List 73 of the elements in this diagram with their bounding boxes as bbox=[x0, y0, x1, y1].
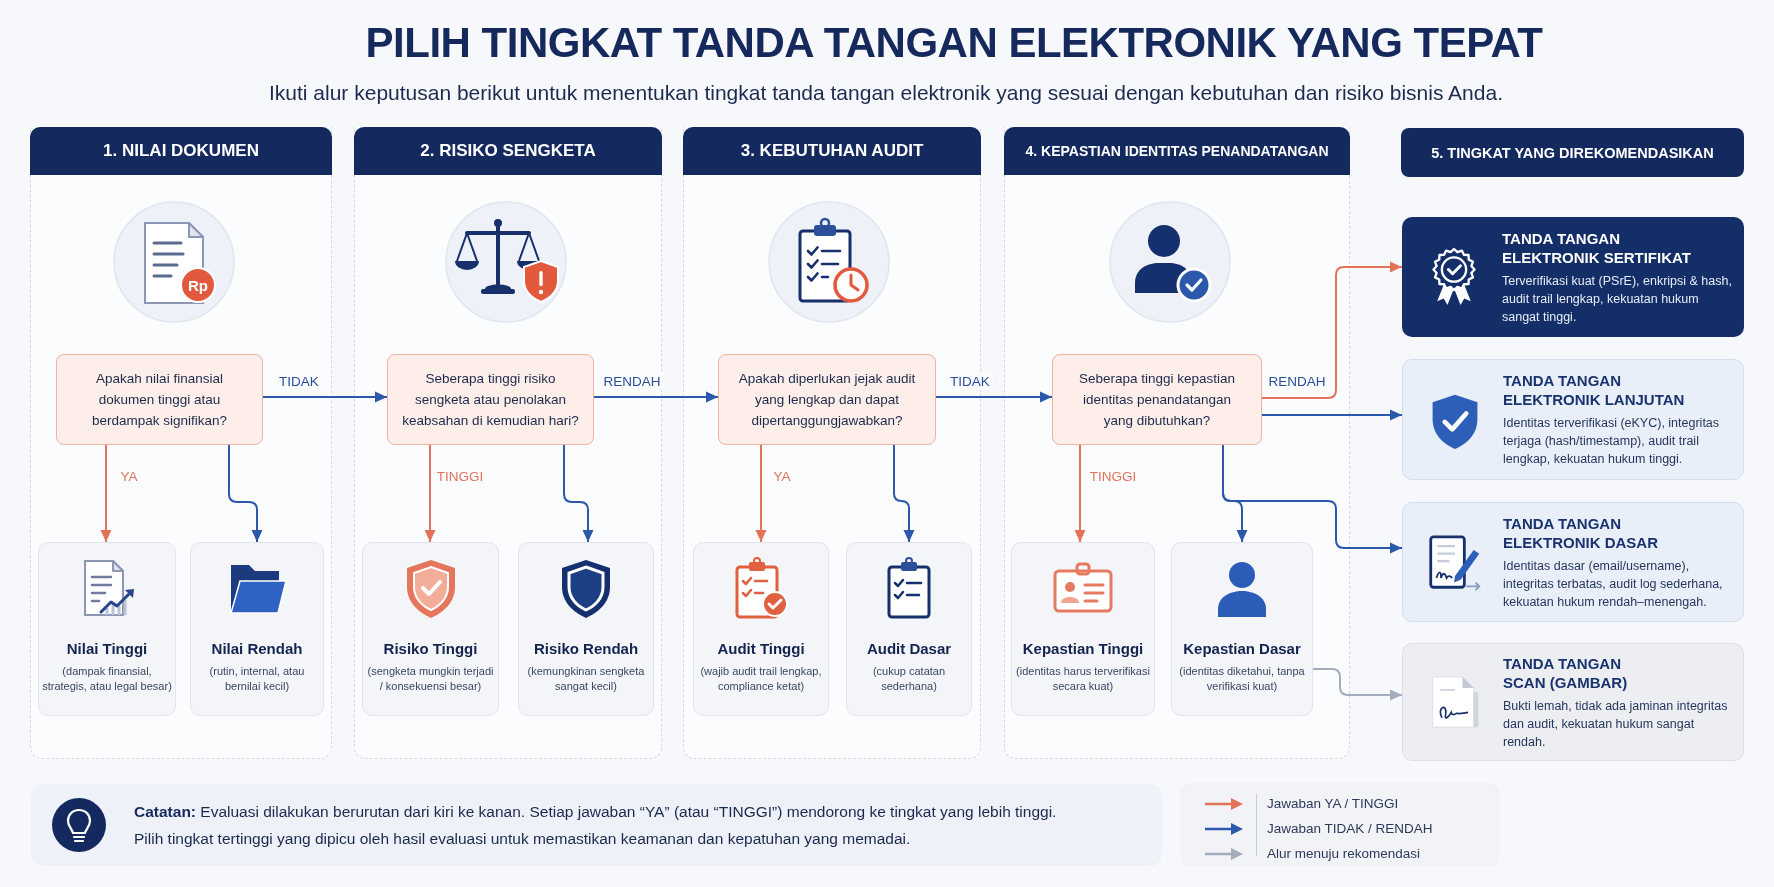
level-title: TANDA TANGAN ELEKTRONIK LANJUTAN bbox=[1503, 371, 1686, 409]
level-description: Identitas dasar (email/username), integritas terbatas, audit log sederhana, kekuatan hukum rendah–menengah. bbox=[1503, 557, 1724, 611]
option-card bbox=[38, 542, 176, 716]
level-description: Identitas terverifikasi (eKYC), integritas terjaga (hash/timestamp), audit trail lengkap, kekuatan hukum tinggi. bbox=[1503, 415, 1721, 468]
note-panel bbox=[31, 784, 1162, 866]
arrow bbox=[262, 391, 388, 403]
option-description: (identitas harus terverifikasi secara kuat) bbox=[1015, 664, 1151, 694]
recommendation-card bbox=[1402, 359, 1744, 480]
option-card bbox=[190, 542, 324, 716]
arrow bbox=[755, 444, 767, 543]
decision-box bbox=[1052, 354, 1262, 445]
option-card bbox=[1171, 542, 1313, 716]
option-description: (rutin, internal, atau bernilai kecil) bbox=[208, 664, 306, 694]
question-text: Seberapa tinggi kepastian identitas penandatangan yang dibutuhkan? bbox=[1077, 370, 1237, 430]
arrow bbox=[593, 391, 719, 403]
level-title: TANDA TANGAN SCAN (GAMBAR) bbox=[1503, 653, 1629, 692]
column-header: 3. KEBUTUHAN AUDIT bbox=[683, 127, 981, 175]
question-text: Apakah nilai finansial dokumen tinggi atau berdampak signifikan? bbox=[90, 370, 229, 430]
option-title: Audit Tinggi bbox=[717, 639, 805, 659]
arrow bbox=[935, 391, 1053, 403]
column-header: 5. TINGKAT YANG DIREKOMENDASIKAN bbox=[1401, 128, 1744, 177]
column-header: 2. RISIKO SENGKETA bbox=[354, 127, 662, 175]
option-card bbox=[362, 542, 499, 716]
decision-box bbox=[718, 354, 936, 445]
arrow bbox=[893, 444, 915, 543]
arrow bbox=[1074, 444, 1086, 543]
option-description: (wajib audit trail lengkap, compliance ketat) bbox=[699, 664, 823, 694]
recommendation-card bbox=[1402, 502, 1744, 622]
option-title: Risiko Rendah bbox=[533, 639, 639, 659]
decision-box bbox=[387, 354, 594, 445]
option-description: (sengketa mungkin terjadi / konsekuensi besar) bbox=[366, 664, 495, 694]
legend-label: Jawaban YA / TINGGI bbox=[1267, 795, 1399, 813]
level-description: Terverifikasi kuat (PSrE), enkripsi & hash, audit trail lengkap, kekuatan hukum sangat tinggi. bbox=[1502, 272, 1733, 326]
option-description: (dampak finansial, strategis, atau legal besar) bbox=[41, 664, 173, 694]
question-text: Apakah diperlukan jejak audit yang lengkap dan dapat dipertanggungjawabkan? bbox=[737, 370, 917, 430]
option-title: Kepastian Dasar bbox=[1183, 639, 1301, 659]
option-description: (kemungkinan sengketa sangat kecil) bbox=[526, 664, 646, 694]
question-text: Seberapa tinggi risiko sengketa atau penolakan keabsahan di kemudian hari? bbox=[401, 370, 580, 430]
arrow bbox=[100, 444, 112, 543]
option-title: Nilai Tinggi bbox=[66, 639, 148, 659]
option-card bbox=[693, 542, 829, 716]
option-card bbox=[846, 542, 972, 716]
option-description: (cukup catatan sederhana) bbox=[871, 664, 947, 694]
recommendation-card bbox=[1402, 217, 1744, 337]
arrow bbox=[1261, 261, 1403, 399]
option-description: (identitas diketahui, tanpa verifikasi kuat) bbox=[1178, 664, 1306, 694]
arrow bbox=[1312, 668, 1403, 701]
arrow bbox=[424, 444, 436, 543]
recommendation-card bbox=[1402, 643, 1744, 761]
column-panel bbox=[354, 127, 662, 759]
subtitle: Ikuti alur keputusan berikut untuk menentukan tingkat tanda tangan elektronik yang sesuai dengan kebutuhan dan risiko bisnis Anda. bbox=[269, 80, 1503, 106]
legend-label: Jawaban TIDAK / RENDAH bbox=[1267, 820, 1433, 838]
level-description: Bukti lemah, tidak ada jaminan integritas dan audit, kekuatan hukum sangat rendah. bbox=[1503, 697, 1729, 751]
level-title: TANDA TANGAN ELEKTRONIK SERTIFIKAT bbox=[1502, 228, 1692, 267]
decision-box bbox=[56, 354, 263, 445]
option-title: Audit Dasar bbox=[866, 639, 952, 659]
column-header: 1. NILAI DOKUMEN bbox=[30, 127, 332, 175]
level-title: TANDA TANGAN ELEKTRONIK DASAR bbox=[1503, 513, 1659, 552]
option-card bbox=[1011, 542, 1155, 716]
legend-label: Alur menuju rekomendasi bbox=[1267, 845, 1421, 863]
column-panel bbox=[30, 127, 332, 759]
note-text: Catatan: Evaluasi dilakukan berurutan dari kiri ke kanan. Setiap jawaban “YA” (atau “TINGGI”) mendorong ke tingkat yang lebih tinggi. Pilih tingkat tertinggi yang dipicu oleh hasil evaluasi untuk memastikan keamanan dan kepatuhan yang memadai. bbox=[134, 802, 1058, 849]
column-header: 4. KEPASTIAN IDENTITAS PENANDATANGAN bbox=[1004, 127, 1350, 175]
option-title: Nilai Rendah bbox=[211, 639, 303, 659]
arrow bbox=[228, 444, 263, 543]
option-card bbox=[518, 542, 654, 716]
option-title: Kepastian Tinggi bbox=[1022, 639, 1144, 659]
arrow bbox=[563, 444, 594, 543]
edge-label: TIDAK bbox=[947, 372, 993, 390]
arrow bbox=[1261, 409, 1403, 421]
title: PILIH TINGKAT TANDA TANGAN ELEKTRONIK YANG TEPAT bbox=[365, 18, 1543, 68]
option-title: Risiko Tinggi bbox=[383, 639, 478, 659]
column-panel bbox=[1004, 127, 1350, 759]
